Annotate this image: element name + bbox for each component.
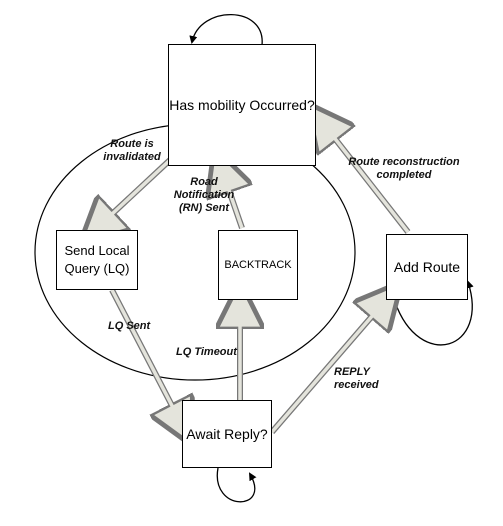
label-lq-sent: LQ Sent — [108, 320, 151, 332]
state-label: Has mobility Occurred? — [169, 97, 315, 113]
state-label: Send Local Query (LQ) — [64, 243, 130, 276]
self-loop-mobility — [189, 14, 263, 46]
state-label: Await Reply? — [186, 426, 268, 442]
state-await-reply: Await Reply? — [182, 400, 272, 468]
label-road-notification: Road Notification (RN) Sent — [173, 176, 235, 214]
state-has-mobility-occurred: Has mobility Occurred? — [168, 44, 316, 166]
state-send-local-query: Send Local Query (LQ) — [56, 230, 138, 290]
label-route-invalidated: Route is invalidated — [103, 138, 161, 163]
self-loop-add-route — [394, 280, 474, 346]
label-lq-timeout: LQ Timeout — [176, 346, 237, 358]
self-loop-await-reply — [216, 467, 257, 503]
state-add-route: Add Route — [386, 234, 468, 300]
label-reply-received: REPLY received — [334, 366, 379, 391]
state-label: BACKTRACK — [224, 259, 292, 271]
state-backtrack: BACKTRACK — [218, 230, 298, 300]
state-label: Add Route — [393, 259, 461, 275]
label-route-reconstruction: Route reconstruction completed — [348, 156, 460, 181]
